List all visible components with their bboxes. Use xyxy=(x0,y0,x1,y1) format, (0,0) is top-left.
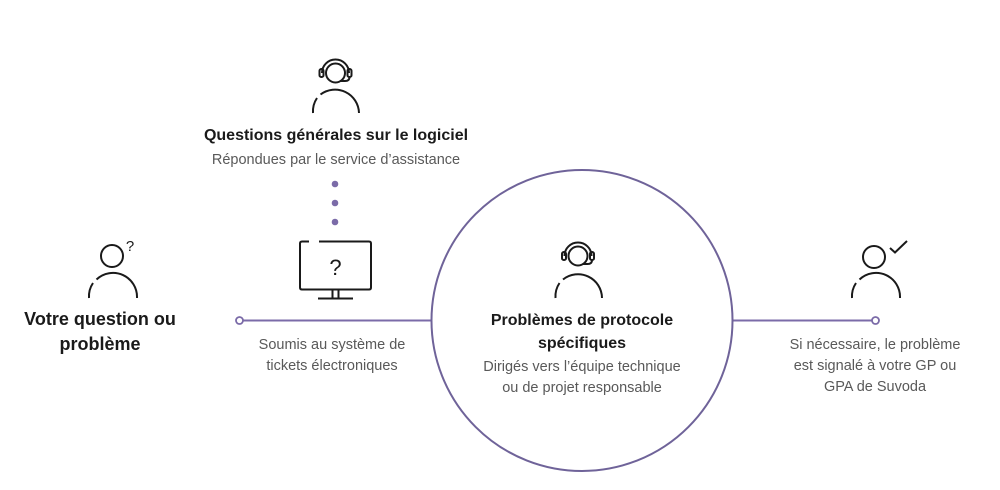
monitor-question-icon xyxy=(299,240,372,300)
start-node-title-line: Votre question ou xyxy=(24,309,176,329)
support-agent-headset-icon xyxy=(311,58,360,114)
ticket-system-label-line: Soumis au système de xyxy=(258,337,406,353)
protocol-issues-title-line: Problèmes de protocole xyxy=(490,312,674,329)
dotted-connector xyxy=(331,180,339,226)
general-questions-title: Questions générales sur le logiciel xyxy=(203,127,469,144)
question-mark-glyph: ? xyxy=(126,238,134,255)
protocol-highlight-circle xyxy=(430,169,734,472)
escalation-label: Si nécessaire, le problème est signalé à… xyxy=(755,335,995,398)
escalation-label-line: est signalé à votre GP ou xyxy=(793,358,957,374)
connector-endpoint-left xyxy=(235,316,244,325)
protocol-issues-subtitle-line: ou de projet responsable xyxy=(502,380,662,396)
start-node-title: Votre question ou problème xyxy=(0,307,200,357)
general-questions-subtitle: Répondues par le service d’assistance xyxy=(211,152,461,168)
person-check-icon xyxy=(850,240,908,299)
ticket-system-label: Soumis au système de tickets électroniqu… xyxy=(232,335,432,377)
escalation-label-line: Si nécessaire, le problème xyxy=(789,337,961,353)
monitor-question-glyph: ? xyxy=(329,255,341,280)
escalation-label-line: GPA de Suvoda xyxy=(823,379,927,395)
support-agent-headset-icon xyxy=(554,241,603,299)
protocol-issues-title: Problèmes de protocole spécifiques xyxy=(432,309,732,355)
protocol-issues-subtitle-line: Dirigés vers l’équipe technique xyxy=(483,359,681,375)
person-question-icon xyxy=(87,244,139,299)
protocol-issues-title-line: spécifiques xyxy=(537,335,627,352)
protocol-issues-subtitle: Dirigés vers l’équipe technique ou de pr… xyxy=(432,357,732,399)
connector-endpoint-right xyxy=(871,316,880,325)
ticket-system-label-line: tickets électroniques xyxy=(266,358,398,374)
start-node-title-line: problème xyxy=(59,334,141,354)
